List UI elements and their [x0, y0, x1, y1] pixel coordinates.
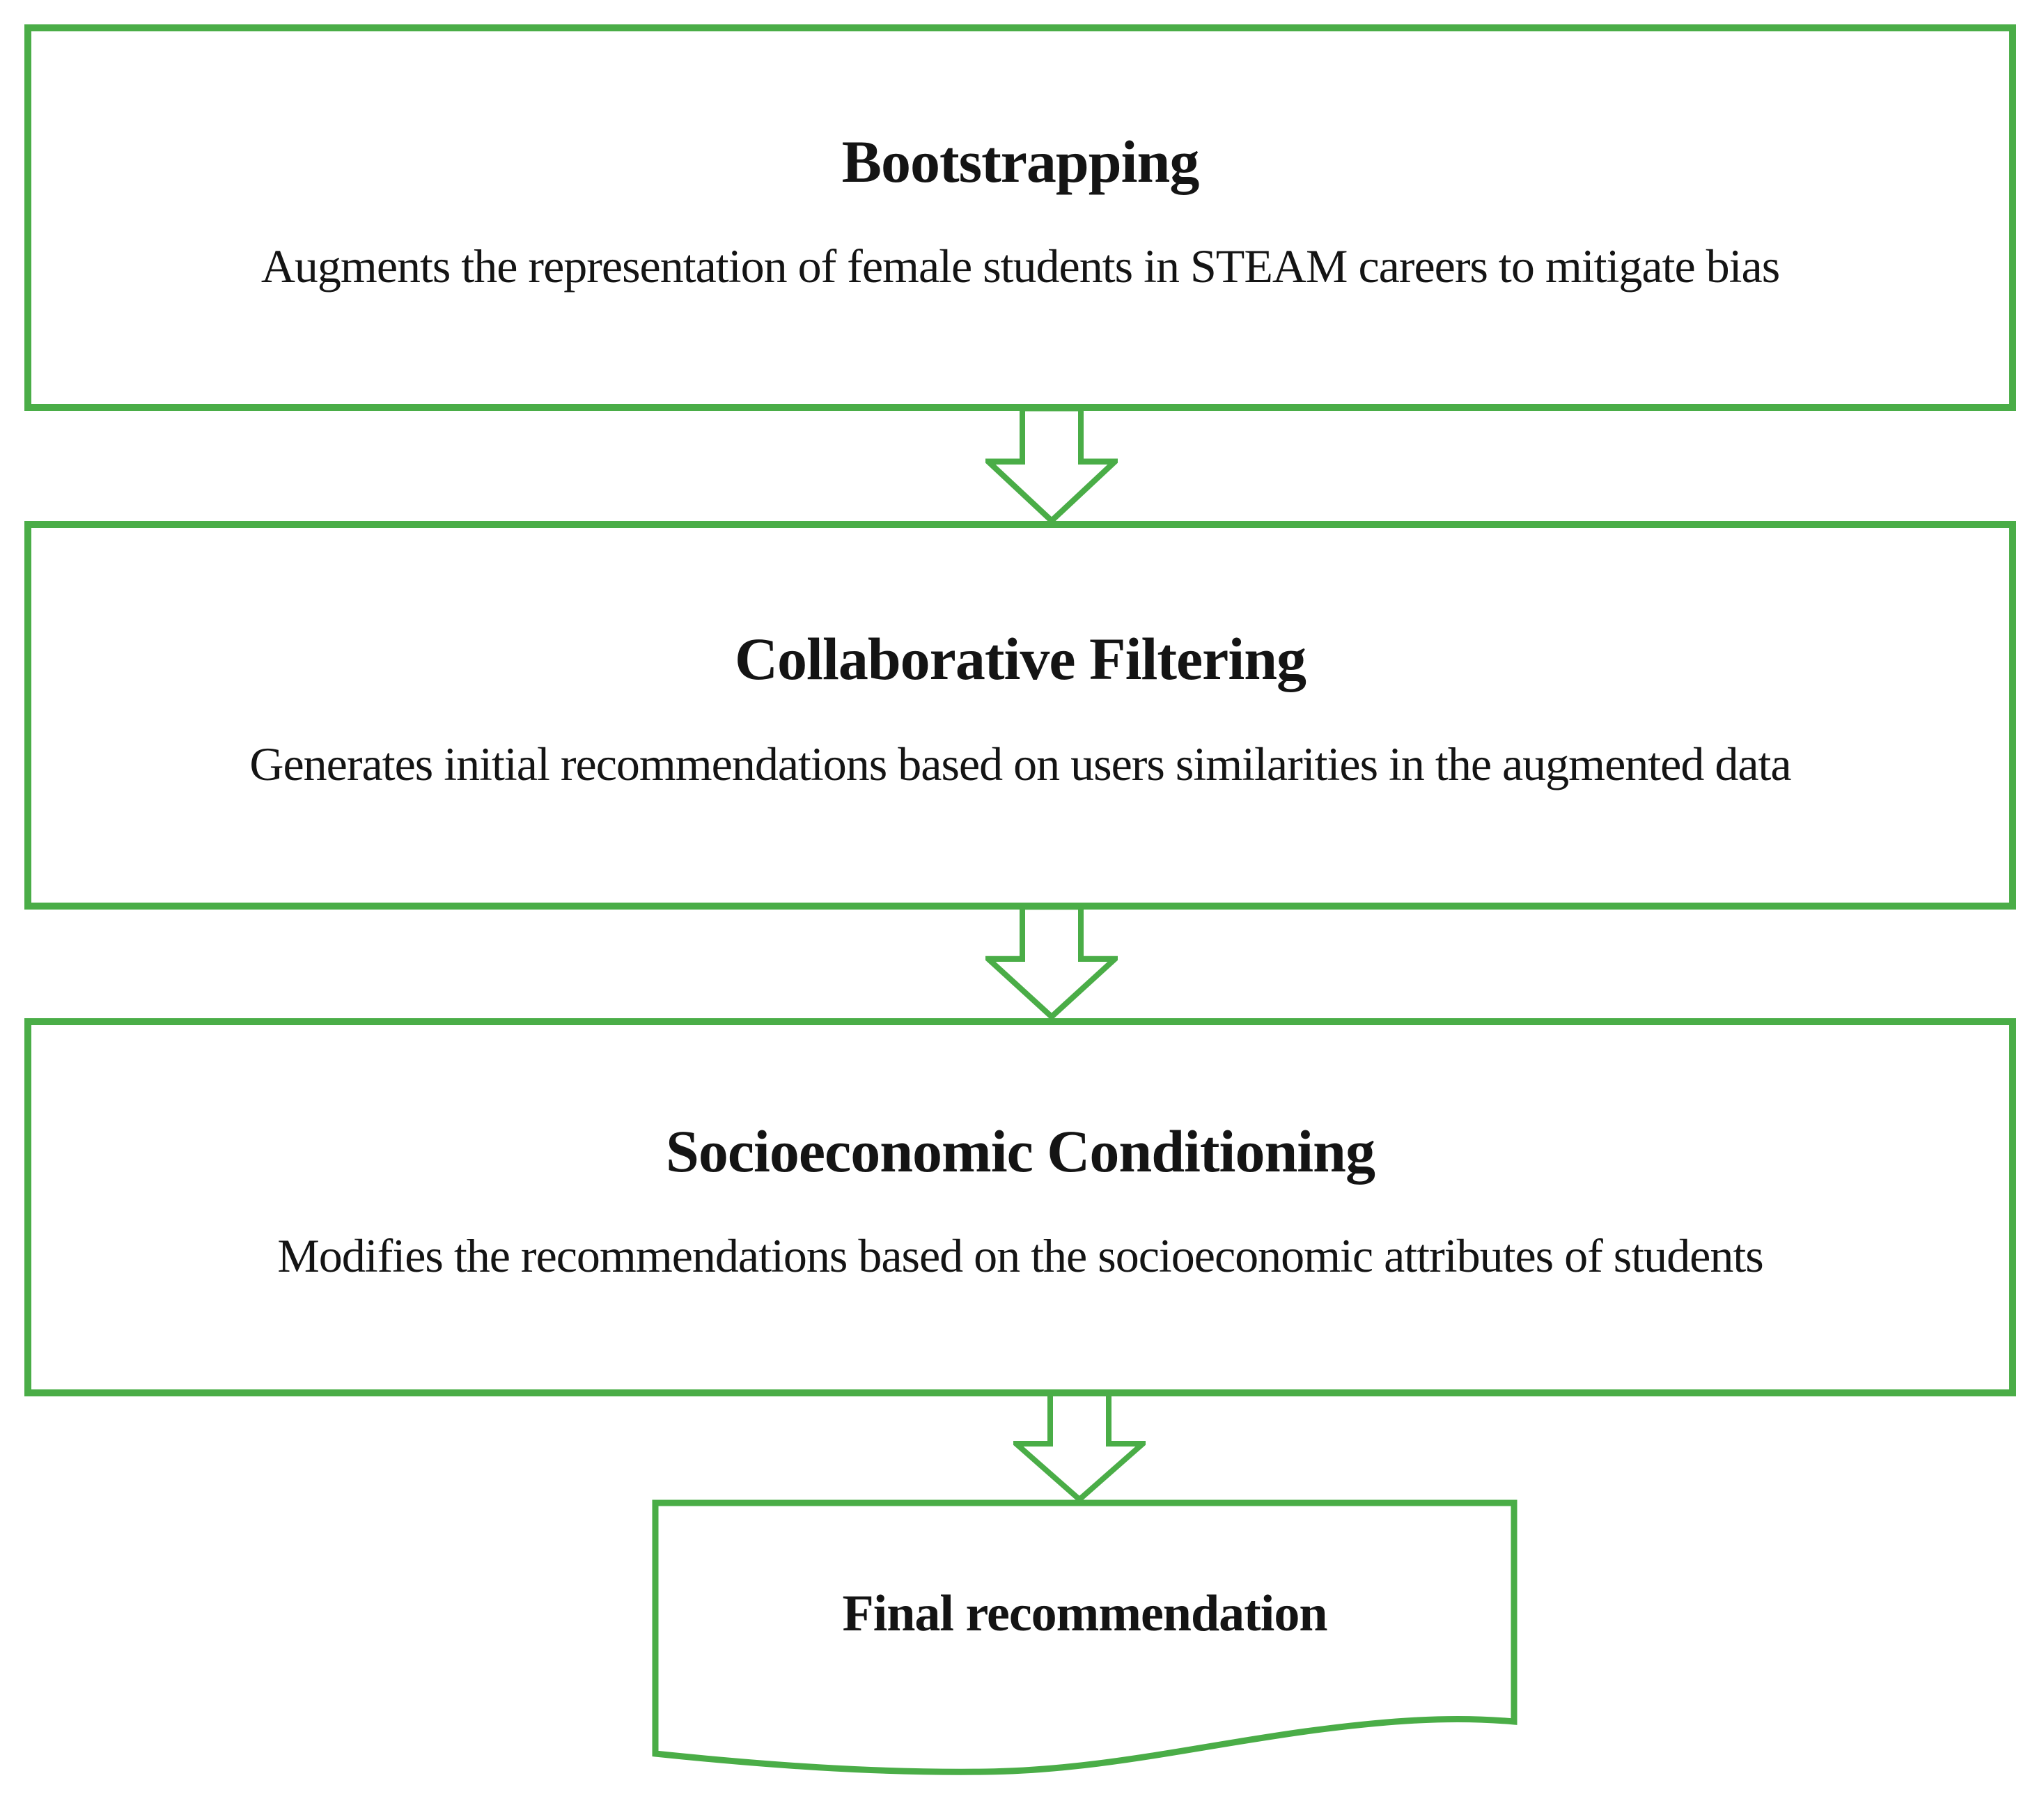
down-arrow-icon: [985, 405, 1118, 524]
document-shape-final-recommendation: Final recommendation: [651, 1499, 1518, 1784]
down-arrow-icon: [1013, 1391, 1146, 1502]
step-title: Collaborative Filtering: [734, 625, 1306, 693]
final-recommendation-label: Final recommendation: [842, 1584, 1328, 1642]
step-title: Bootstrapping: [841, 127, 1200, 195]
step-box-collaborative-filtering: Collaborative Filtering Generates initia…: [24, 521, 2016, 910]
step-description: Generates initial recommendations based …: [249, 737, 1791, 790]
step-description: Modifies the recommendations based on th…: [277, 1229, 1763, 1283]
document-outline: [652, 1499, 1518, 1775]
step-description: Augments the representation of female st…: [260, 240, 1780, 293]
step-box-bootstrapping: Bootstrapping Augments the representatio…: [24, 24, 2016, 411]
down-arrow-icon: [985, 904, 1118, 1020]
step-title: Socioeconomic Conditioning: [665, 1117, 1375, 1185]
step-box-socioeconomic-conditioning: Socioeconomic Conditioning Modifies the …: [24, 1018, 2016, 1396]
